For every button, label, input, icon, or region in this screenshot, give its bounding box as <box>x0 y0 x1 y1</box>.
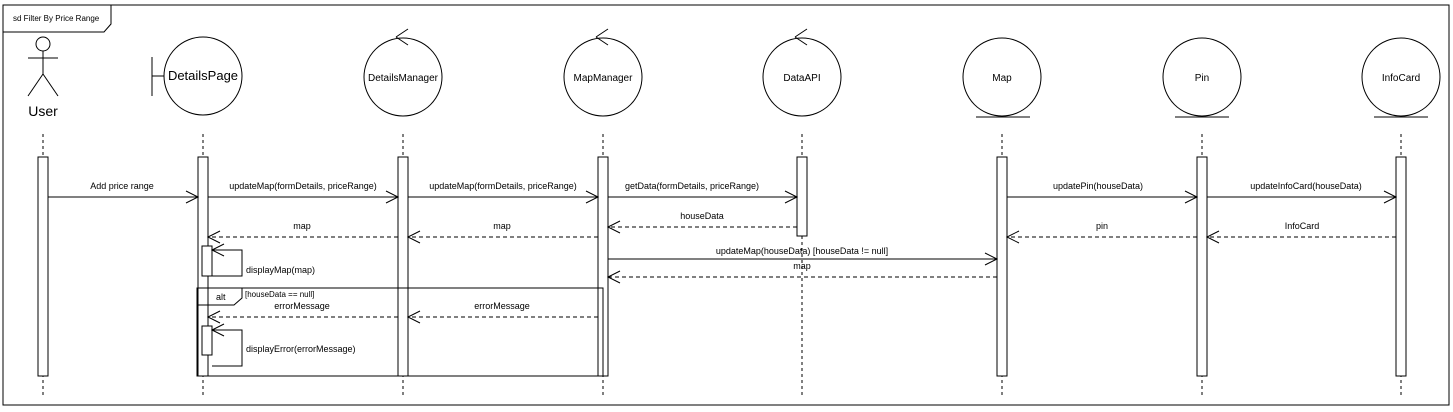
message-return-map-3: map <box>606 261 997 284</box>
message-label: displayError(errorMessage) <box>246 344 356 354</box>
participant-user: User <box>27 36 59 119</box>
control-arrow-icon <box>794 28 808 46</box>
participant-mapmanager: MapManager <box>563 28 643 117</box>
message-label: map <box>293 221 311 231</box>
activation-bar-displayerror <box>201 325 213 356</box>
message-return-pin: pin <box>1005 221 1197 244</box>
message-label: displayMap(map) <box>246 265 315 275</box>
message-add-price-range: Add price range <box>48 181 200 204</box>
participant-label: Pin <box>1195 73 1209 84</box>
message-label: Add price range <box>90 181 154 191</box>
participant-label: DetailsPage <box>168 68 238 83</box>
participant-label: MapManager <box>574 73 634 84</box>
control-arrow-icon <box>595 28 609 46</box>
participant-label: DetailsManager <box>368 73 439 84</box>
message-self-displayerror: displayError(errorMessage) <box>210 323 356 367</box>
participant-pin: Pin <box>1162 37 1242 118</box>
message-updatemap-1: updateMap(formDetails, priceRange) <box>208 181 400 204</box>
message-label: errorMessage <box>474 301 530 311</box>
message-updateinfocard: updateInfoCard(houseData) <box>1207 181 1398 204</box>
alt-guard: [houseData == null] <box>245 290 314 299</box>
message-label: map <box>493 221 511 231</box>
alt-fragment <box>196 287 604 377</box>
alt-operator: alt <box>216 292 226 302</box>
activation-bar-detailsmanager <box>397 156 409 377</box>
message-return-map-2: map <box>406 221 598 244</box>
message-label: houseData <box>680 211 724 221</box>
diagram-frame <box>2 4 1450 406</box>
participant-label: Map <box>992 73 1012 84</box>
participant-label: DataAPI <box>783 73 820 84</box>
participant-detailspage: DetailsPage <box>151 36 243 116</box>
message-label: updateMap(houseData) [houseData != null] <box>716 246 888 256</box>
participant-detailsmanager: DetailsManager <box>363 28 443 117</box>
message-return-errormessage-2: errorMessage <box>406 301 598 324</box>
message-self-displaymap: displayMap(map) <box>210 243 315 277</box>
participant-dataapi: DataAPI <box>762 28 842 117</box>
message-label: InfoCard <box>1285 221 1320 231</box>
message-label: pin <box>1096 221 1108 231</box>
activation-bar-map <box>996 156 1008 377</box>
message-label: updateMap(formDetails, priceRange) <box>229 181 377 191</box>
alt-fragment-tab <box>197 287 243 306</box>
frame-title: sd Filter By Price Range <box>13 14 100 23</box>
message-label: updateInfoCard(houseData) <box>1250 181 1362 191</box>
participant-infocard: InfoCard <box>1361 37 1441 118</box>
message-updatemap-3: updateMap(houseData) [houseData != null] <box>608 246 999 266</box>
message-label: updatePin(houseData) <box>1053 181 1143 191</box>
message-label: map <box>793 261 811 271</box>
message-updatepin: updatePin(houseData) <box>1007 181 1199 204</box>
message-label: updateMap(formDetails, priceRange) <box>429 181 577 191</box>
participant-label: User <box>28 103 58 119</box>
actor-icon-head <box>35 36 51 52</box>
activation-bar-pin <box>1196 156 1208 377</box>
message-label: errorMessage <box>274 301 330 311</box>
message-return-errormessage-1: errorMessage <box>206 301 398 324</box>
frame-title-tab <box>3 4 112 33</box>
activation-bar-dataapi <box>796 156 808 237</box>
message-label: getData(formDetails, priceRange) <box>625 181 759 191</box>
message-return-infocard: InfoCard <box>1205 221 1396 244</box>
control-arrow-icon <box>395 28 409 46</box>
message-updatemap-2: updateMap(formDetails, priceRange) <box>408 181 600 204</box>
message-getdata: getData(formDetails, priceRange) <box>608 181 799 204</box>
activation-bar-displaymap <box>201 245 213 277</box>
message-return-map-1: map <box>206 221 398 244</box>
activation-bar-infocard <box>1395 156 1407 377</box>
activation-bar-user <box>37 156 49 377</box>
participant-map: Map <box>962 37 1042 118</box>
participant-label: InfoCard <box>1382 73 1420 84</box>
message-return-housedata: houseData <box>606 211 797 234</box>
